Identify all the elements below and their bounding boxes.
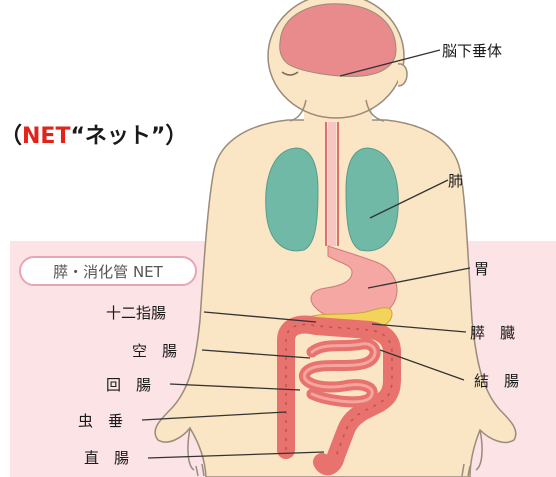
label-duodenum: 十二指腸	[106, 302, 166, 323]
esophagus	[328, 122, 336, 246]
label-jejunum: 空 腸	[132, 340, 177, 361]
lung-left	[266, 148, 318, 251]
label-appendix: 虫 垂	[78, 410, 123, 431]
lung-right	[346, 148, 398, 251]
label-pancreas: 膵 臓	[470, 322, 515, 343]
label-rectum: 直 腸	[84, 447, 129, 468]
gi-net-label: 膵・消化管 NET	[19, 256, 197, 286]
label-stomach: 胃	[474, 258, 489, 279]
label-pituitary: 脳下垂体	[442, 40, 502, 61]
title-heading: （NET“ネット”）	[0, 118, 187, 150]
label-colon: 結 腸	[474, 370, 519, 391]
label-ileum: 回 腸	[106, 374, 151, 395]
ear	[398, 64, 407, 86]
title-close-paren: ）	[165, 124, 187, 149]
title-open-paren: （	[0, 124, 22, 149]
label-lung: 肺	[448, 170, 463, 191]
title-net: NET	[22, 124, 70, 149]
title-net-reading: “ネット”	[70, 124, 165, 149]
